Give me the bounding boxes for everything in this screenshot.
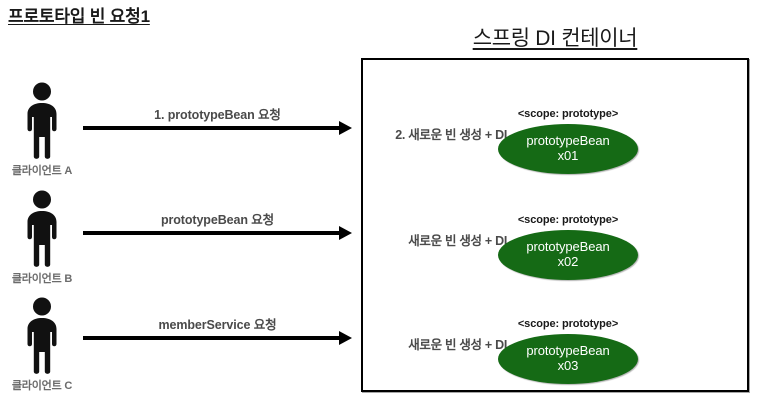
bean-row: 2. 새로운 빈 생성 + DI <scope: prototype> prot… [363,108,751,198]
person-icon [27,82,57,159]
bean-scope-label: <scope: prototype> [517,318,619,330]
arrow-label: memberService 요청 [158,318,277,332]
bean-ellipse[interactable]: prototypeBean x02 [498,230,638,280]
bean-ellipse[interactable]: prototypeBean x01 [498,124,638,174]
arrow-label: prototypeBean 요청 [160,213,275,227]
arrow-head [339,226,352,240]
actor-label: 클라이언트 A [11,165,73,177]
bean-name: prototypeBean [526,133,610,149]
bean-id: x02 [557,254,579,269]
actor-client-c: 클라이언트 C [0,297,87,393]
bean-scope-label: <scope: prototype> [517,214,619,226]
bean-name: prototypeBean [526,239,610,255]
request-arrow [83,331,352,345]
bean-ellipse[interactable]: prototypeBean x03 [498,334,638,384]
bean-row: 새로운 빈 생성 + DI <scope: prototype> prototy… [363,214,751,304]
request-arrow [83,121,352,135]
bean-name: prototypeBean [526,343,610,359]
bean-row: 새로운 빈 생성 + DI <scope: prototype> prototy… [363,318,751,404]
person-icon [27,297,57,374]
arrow-line [83,231,341,235]
arrow-label: 1. prototypeBean 요청 [154,108,281,122]
arrow-head [339,331,352,345]
actor-client-b: 클라이언트 B [0,190,87,286]
person-icon [27,190,57,267]
bean-id: x03 [557,358,579,373]
arrow-line [83,336,341,340]
bean-creation-note: 새로운 빈 생성 + DI [408,234,507,248]
container-title: 스프링 DI 컨테이너 [472,27,638,50]
bean-creation-note: 2. 새로운 빈 생성 + DI [395,128,507,142]
page-title: 프로토타입 빈 요청1 [8,7,150,26]
arrow-head [339,121,352,135]
arrow-line [83,126,341,130]
di-container-box: 2. 새로운 빈 생성 + DI <scope: prototype> prot… [361,58,749,392]
actor-label: 클라이언트 C [11,380,73,392]
actor-label: 클라이언트 B [11,273,73,285]
bean-creation-note: 새로운 빈 생성 + DI [408,338,507,352]
bean-scope-label: <scope: prototype> [517,108,619,120]
request-arrow [83,226,352,240]
bean-id: x01 [557,148,579,163]
actor-client-a: 클라이언트 A [0,82,87,178]
